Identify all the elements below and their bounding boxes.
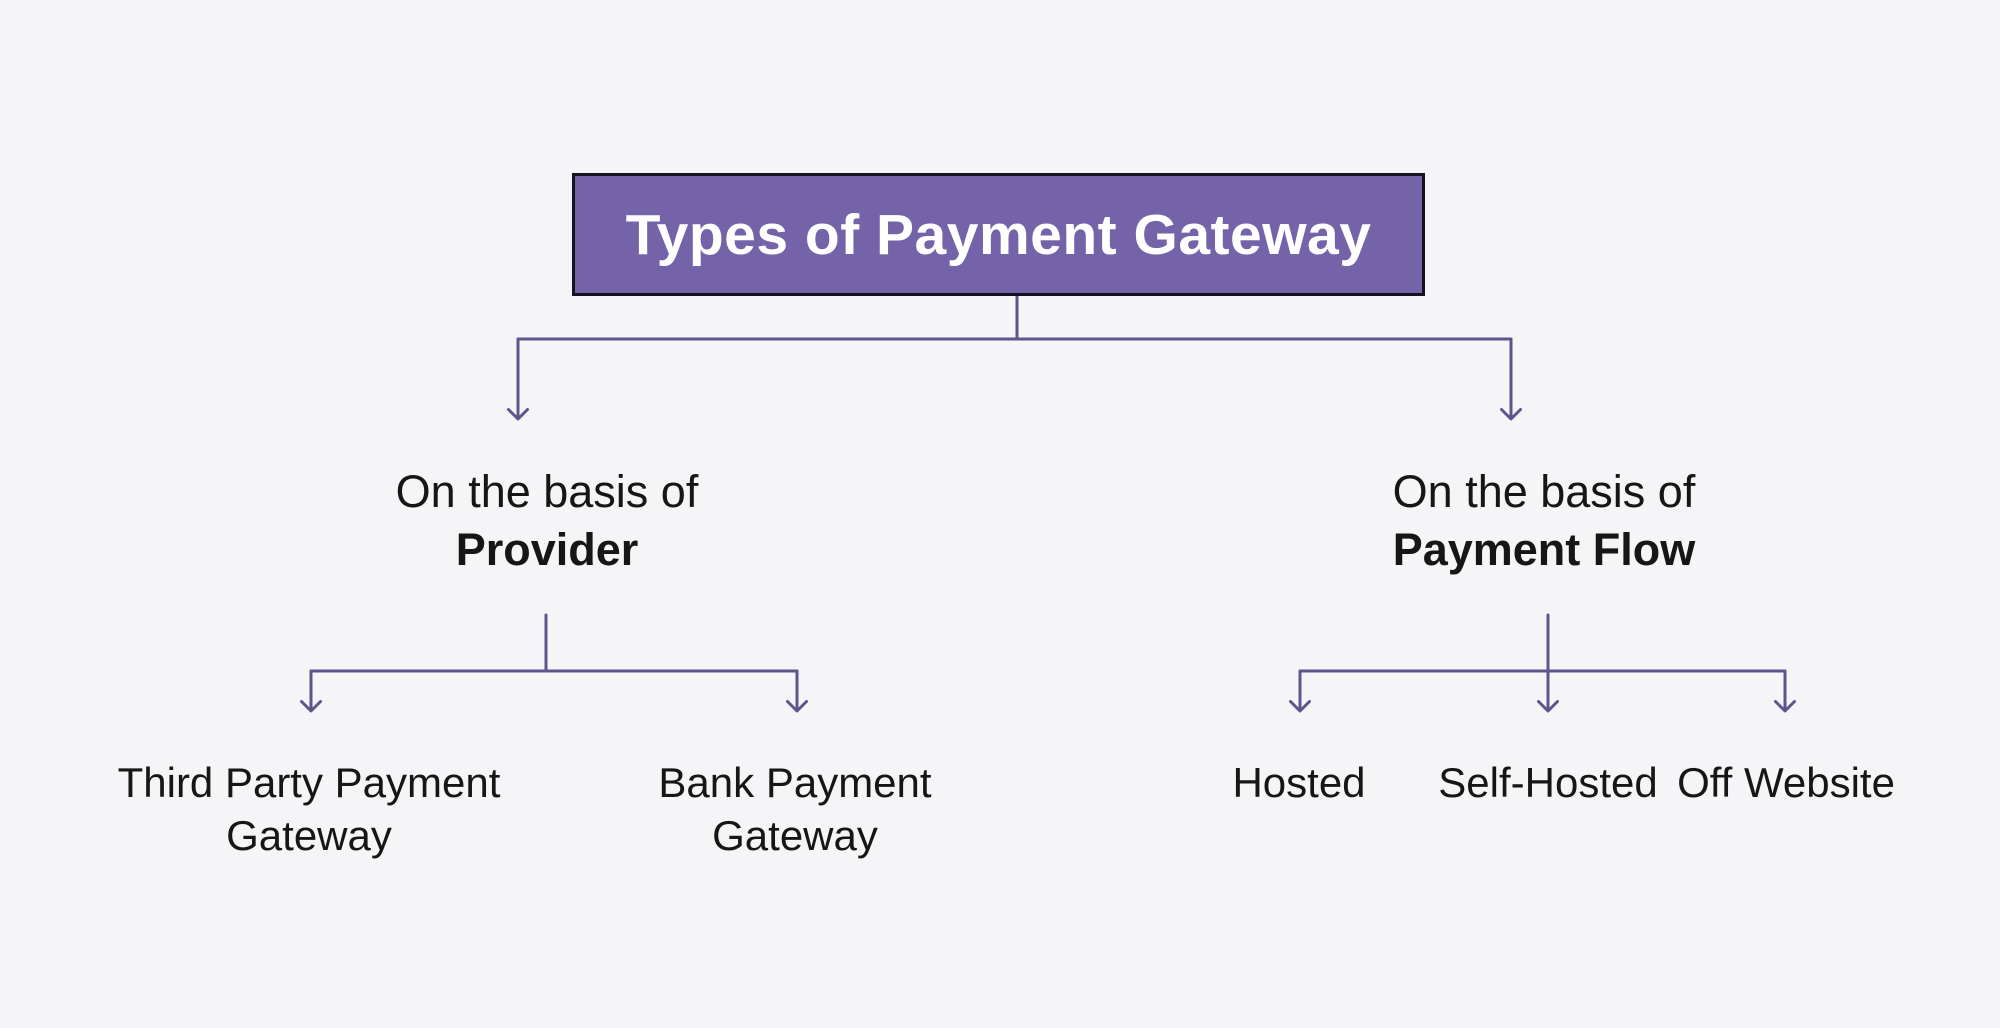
root-node: Types of Payment Gateway [572,173,1425,296]
arrow-down-icon [1774,700,1796,713]
branch-payment-flow-prefix: On the basis of [1392,466,1696,517]
branch-provider-name: Provider [455,524,639,575]
arrow-down-icon [300,700,322,713]
arrow-down-icon [1500,408,1522,421]
root-connector [507,294,1522,421]
arrow-down-icon [786,700,808,713]
branch-provider-label: On the basis of Provider [396,463,699,579]
leaf-line: Hosted [1232,759,1366,806]
leaf-third-party-payment-gateway: Third Party Payment Gateway [118,756,501,862]
leaf-self-hosted: Self-Hosted [1438,756,1657,809]
leaf-line: Bank Payment [658,759,932,806]
leaf-line: Third Party Payment [117,759,501,806]
branch-provider-prefix: On the basis of [395,466,699,517]
leaf-line: Off Website [1677,759,1895,806]
diagram-title: Types of Payment Gateway [625,202,1372,267]
provider-connector [300,613,808,713]
leaf-off-website: Off Website [1677,756,1895,809]
branch-payment-flow-name: Payment Flow [1392,524,1696,575]
arrow-down-icon [1537,700,1559,713]
payment-flow-connector [1289,613,1796,713]
leaf-hosted: Hosted [1232,756,1365,809]
leaf-line: Self-Hosted [1438,759,1658,806]
branch-payment-flow-label: On the basis of Payment Flow [1393,463,1696,579]
leaf-bank-payment-gateway: Bank Payment Gateway [658,756,931,862]
leaf-line: Gateway [226,812,392,859]
leaf-line: Gateway [712,812,878,859]
arrow-down-icon [1289,700,1311,713]
arrow-down-icon [507,408,529,421]
